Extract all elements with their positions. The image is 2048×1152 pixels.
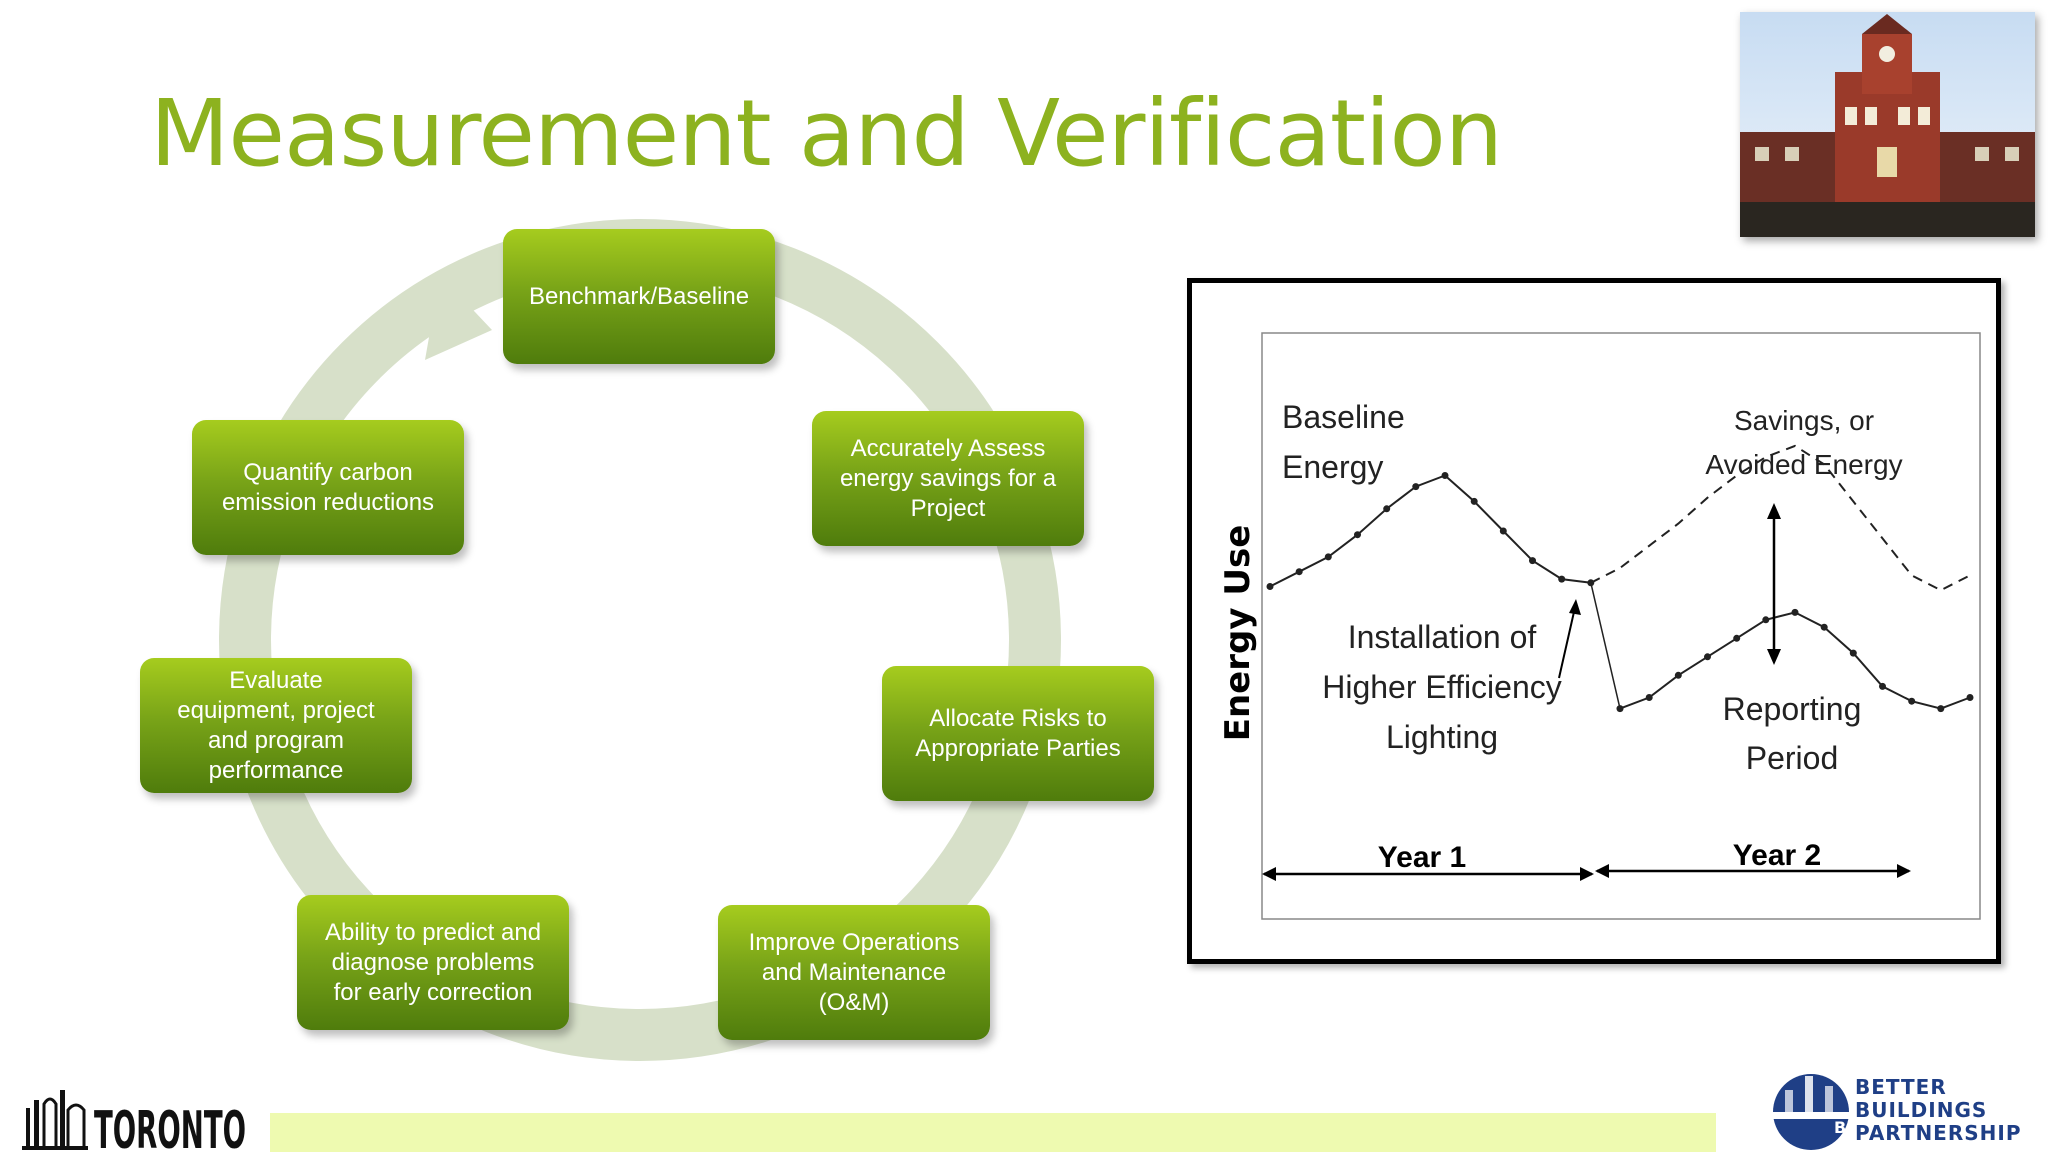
cycle-step-assess-savings: Accurately Assess energy savings for a P… (812, 411, 1084, 546)
year1-arrowhead-left (1262, 867, 1276, 881)
annotation-installation-line: Higher Efficiency (1322, 669, 1562, 705)
savings-arrowhead-down (1767, 649, 1781, 665)
series-0-point (1295, 568, 1303, 576)
annotation-reporting-line: Period (1746, 740, 1839, 776)
series-0-point (1499, 527, 1507, 535)
bbp-line-buildings: BUILDINGS (1855, 1098, 1988, 1122)
series-2-point (1791, 608, 1799, 616)
cycle-step-allocate-risks: Allocate Risks to Appropriate Parties (882, 666, 1154, 801)
bbp-logo (1769, 1074, 1853, 1150)
series-0-point (1470, 497, 1478, 505)
series-2-point (1908, 697, 1916, 705)
series-0-point (1354, 531, 1361, 539)
cycle-step-operations-maintenance: Improve Operations and Maintenance (O&M) (718, 905, 990, 1040)
cycle-step-evaluate-performance: Evaluate equipment, project and program … (140, 658, 412, 793)
series-2-point (1879, 682, 1886, 690)
series-2-point (1849, 649, 1857, 657)
toronto-logo-text: TORONTO (94, 1101, 246, 1152)
series-0-point (1529, 557, 1536, 565)
savings-arrowhead-up (1767, 503, 1781, 519)
year2-arrowhead-left (1595, 864, 1609, 878)
annotation-savings: Savings, or Avoided Energy (1705, 405, 1902, 480)
series-2-point (1674, 671, 1682, 679)
series-2-point (1937, 705, 1945, 713)
series-2-point (1704, 653, 1711, 661)
year1-arrowhead-right (1580, 867, 1594, 881)
annotation-savings-line: Avoided Energy (1705, 449, 1902, 480)
cycle-arrowhead (425, 275, 492, 360)
toronto-logo: TORONTO (22, 1090, 246, 1152)
series-0-point (1441, 472, 1449, 479)
series-1-line (1590, 444, 1971, 592)
chart-ylabel: Energy Use (1218, 525, 1258, 742)
cycle-step-benchmark: Benchmark/Baseline (503, 229, 775, 364)
series-0-line (1269, 474, 1591, 588)
building-photo (1740, 12, 2035, 237)
annotation-baseline-line: Energy (1282, 449, 1383, 485)
year2-arrowhead-right (1897, 864, 1911, 878)
bbp-mark-text: BBP (1834, 1118, 1871, 1137)
annotation-baseline-line: Baseline (1282, 399, 1405, 435)
bbp-line-partnership: PARTNERSHIP (1855, 1121, 2022, 1145)
annotation-installation-line: Lighting (1386, 719, 1498, 755)
bbp-line-better: BETTER (1855, 1075, 1947, 1099)
footer-band (270, 1113, 1716, 1152)
series-0-point (1266, 583, 1274, 590)
installation-arrowhead (1569, 599, 1581, 615)
series-2-point (1966, 694, 1974, 701)
annotation-reporting-line: Reporting (1723, 691, 1862, 727)
series-2-point (1645, 694, 1653, 701)
cycle-step-predict-diagnose: Ability to predict and diagnose problems… (297, 895, 569, 1030)
cycle-ring (219, 219, 1061, 1061)
series-0-point (1558, 575, 1566, 583)
bbp-logo-text: BETTER BUILDINGS PARTNERSHIP (1855, 1076, 2022, 1145)
installation-arrow (1558, 602, 1577, 679)
series-2-point (1762, 616, 1770, 624)
transition-line (1590, 582, 1621, 709)
slide-title: Measurement and Verification (150, 80, 1503, 187)
period-year1-label: Year 1 (1378, 841, 1466, 874)
series-0-point (1324, 553, 1332, 561)
chart-plot-area (1261, 332, 1981, 920)
series-0-point (1412, 483, 1420, 491)
series-2-point (1733, 634, 1741, 642)
cycle-step-quantify-carbon: Quantify carbon emission reductions (192, 420, 464, 555)
series-2-point (1820, 623, 1828, 631)
annotation-installation-line: Installation of (1348, 619, 1537, 655)
period-year2-label: Year 2 (1733, 839, 1821, 872)
annotation-savings-line: Savings, or (1734, 405, 1874, 436)
series-0-point (1383, 505, 1391, 513)
